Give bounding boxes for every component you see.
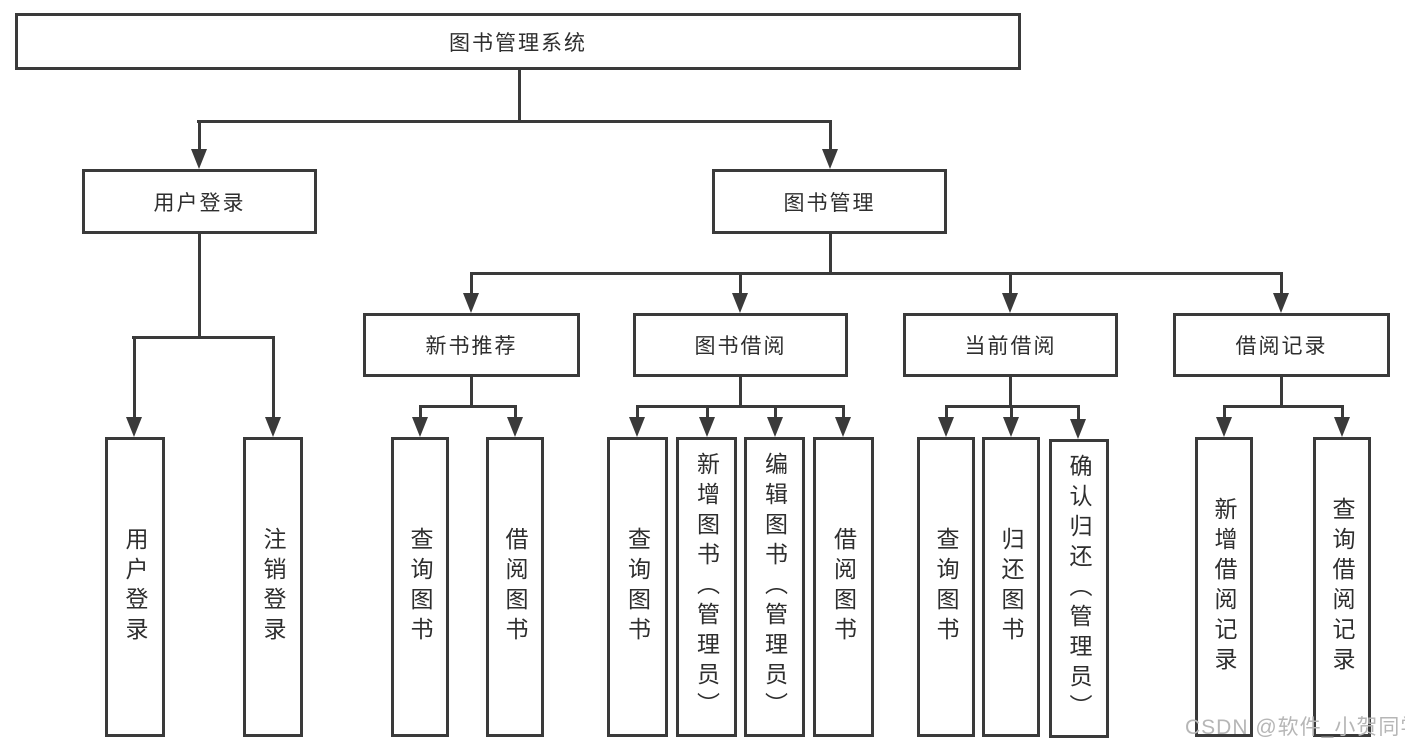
connector-arrow-stem (1280, 272, 1283, 295)
csdn-watermark: CSDN @软件_小贺同学 (1185, 716, 1405, 739)
connector-line (829, 233, 832, 275)
connector-arrow-stem (470, 272, 473, 295)
arrow-down-icon (629, 417, 645, 437)
leaf-query-books-recommend: 查询图书 (391, 437, 449, 737)
arrow-down-icon (1003, 417, 1019, 437)
connector-arrow-stem (706, 405, 709, 419)
arrow-down-icon (767, 417, 783, 437)
node-book-management: 图书管理 (712, 169, 947, 234)
leaf-query-books-current: 查询图书 (917, 437, 975, 737)
node-library-management-system: 图书管理系统 (15, 13, 1021, 70)
arrow-down-icon (938, 417, 954, 437)
connector-arrow-stem (133, 336, 136, 419)
connector-arrow-stem (1009, 272, 1012, 295)
leaf-user-login: 用户登录 (105, 437, 165, 737)
connector-arrow-stem (774, 405, 777, 419)
connector-line (1280, 376, 1283, 408)
connector-line (132, 336, 275, 339)
node-book-borrowing: 图书借阅 (633, 313, 848, 377)
node-current-borrowing: 当前借阅 (903, 313, 1118, 377)
arrow-down-icon (1070, 419, 1086, 439)
connector-arrow-stem (1010, 405, 1013, 419)
leaf-edit-books-admin: 编辑图书（管理员） (744, 437, 805, 737)
connector-arrow-stem (1223, 405, 1226, 419)
arrow-down-icon (732, 293, 748, 313)
leaf-borrow-books: 借阅图书 (813, 437, 874, 737)
connector-arrow-stem (739, 272, 742, 295)
connector-arrow-stem (636, 405, 639, 419)
connector-arrow-stem (1077, 405, 1080, 421)
leaf-add-borrow-record: 新增借阅记录 (1195, 437, 1253, 737)
connector-arrow-stem (842, 405, 845, 419)
leaf-confirm-return-admin: 确认归还（管理员） (1049, 439, 1109, 738)
connector-line (470, 376, 473, 408)
connector-line (636, 405, 845, 408)
arrow-down-icon (191, 149, 207, 169)
node-new-book-recommend: 新书推荐 (363, 313, 580, 377)
arrow-down-icon (699, 417, 715, 437)
connector-line (197, 120, 832, 123)
connector-arrow-stem (419, 405, 422, 419)
connector-line (1223, 405, 1344, 408)
arrow-down-icon (1334, 417, 1350, 437)
leaf-query-books-borrow: 查询图书 (607, 437, 668, 737)
connector-arrow-stem (1341, 405, 1344, 419)
leaf-add-books-admin: 新增图书（管理员） (676, 437, 737, 737)
connector-arrow-stem (945, 405, 948, 419)
arrow-down-icon (463, 293, 479, 313)
connector-line (419, 405, 517, 408)
connector-arrow-stem (272, 336, 275, 419)
connector-arrow-stem (198, 120, 201, 151)
node-user-login: 用户登录 (82, 169, 317, 234)
leaf-logout: 注销登录 (243, 437, 303, 737)
arrow-down-icon (126, 417, 142, 437)
arrow-down-icon (822, 149, 838, 169)
arrow-down-icon (507, 417, 523, 437)
leaf-return-books: 归还图书 (982, 437, 1040, 737)
arrow-down-icon (412, 417, 428, 437)
node-borrowing-records: 借阅记录 (1173, 313, 1390, 377)
leaf-borrow-books-recommend: 借阅图书 (486, 437, 544, 737)
connector-line (198, 233, 201, 339)
arrow-down-icon (1216, 417, 1232, 437)
connector-line (518, 69, 521, 123)
connector-line (739, 376, 742, 408)
connector-line (1009, 376, 1012, 408)
connector-line (470, 272, 1283, 275)
connector-arrow-stem (829, 120, 832, 151)
arrow-down-icon (835, 417, 851, 437)
arrow-down-icon (1002, 293, 1018, 313)
leaf-query-borrow-record: 查询借阅记录 (1313, 437, 1371, 737)
connector-arrow-stem (514, 405, 517, 419)
arrow-down-icon (1273, 293, 1289, 313)
arrow-down-icon (265, 417, 281, 437)
